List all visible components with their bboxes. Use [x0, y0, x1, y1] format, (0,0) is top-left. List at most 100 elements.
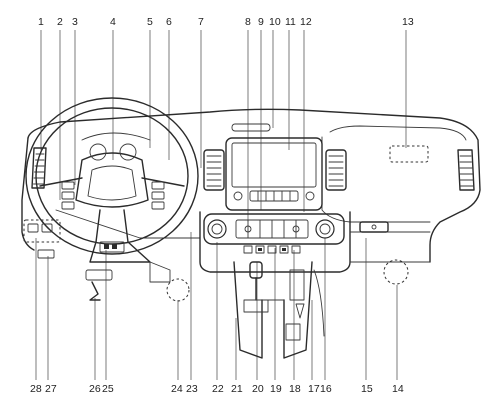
callout-15: 15 — [361, 383, 373, 395]
dash-lower-left-contour — [55, 209, 201, 251]
shift-knob — [249, 261, 263, 279]
steering-wheel-rim-outer — [25, 97, 199, 255]
driver-knee-airbag-zone — [166, 278, 190, 302]
climate-control-panel — [203, 213, 345, 245]
wheel-left-switch-upper — [61, 181, 75, 190]
callout-9: 9 — [258, 16, 264, 28]
callout-5: 5 — [147, 16, 153, 28]
wheel-right-switch-lower — [151, 191, 165, 200]
callout-10: 10 — [269, 16, 281, 28]
callout-21: 21 — [231, 383, 243, 395]
console-left-wall — [233, 261, 263, 359]
callout-1: 1 — [38, 16, 44, 28]
switch-b — [255, 245, 265, 254]
left-side-switches — [27, 223, 55, 259]
lower-console-switches — [243, 245, 301, 254]
switch-c — [267, 245, 277, 254]
bottom-callouts: 28 27 26 25 24 23 22 21 20 19 18 17 16 1… — [30, 383, 404, 395]
callout-4: 4 — [110, 16, 116, 28]
defrost-vent — [231, 123, 271, 132]
dash-left-edge — [21, 137, 35, 251]
airbag-cover — [87, 165, 137, 201]
lower-knee-panel — [85, 269, 113, 281]
dashed-zones — [23, 145, 429, 302]
callout-3: 3 — [72, 16, 78, 28]
callout-28: 28 — [30, 383, 42, 395]
column-shroud — [89, 241, 151, 263]
console-cupholder — [285, 323, 301, 341]
steering-column — [85, 241, 171, 301]
callout-14: 14 — [392, 383, 404, 395]
cluster-gauge-right — [119, 143, 137, 161]
column-switch-panel — [99, 241, 125, 253]
callout-18: 18 — [289, 383, 301, 395]
switch-a — [243, 245, 253, 254]
callout-27: 27 — [45, 383, 57, 395]
dashboard-body — [21, 108, 481, 273]
center-right-air-vent — [325, 149, 347, 191]
left-spoke — [39, 177, 83, 187]
center-console — [233, 261, 325, 359]
switch-e — [291, 245, 301, 254]
console-side-contour — [313, 269, 325, 337]
wheel-left-switch-lower — [61, 191, 75, 200]
wheel-right-switch-bottom — [151, 201, 165, 210]
display-bezel — [225, 137, 323, 211]
dash-top-outline — [27, 108, 481, 263]
center-stack-lower — [199, 211, 351, 273]
right-air-vent — [457, 149, 475, 191]
callout-11: 11 — [285, 16, 296, 28]
callout-12: 12 — [300, 16, 312, 28]
left-air-vent — [31, 147, 47, 189]
callout-19: 19 — [270, 383, 282, 395]
bottom-leader-lines — [35, 232, 398, 380]
callout-13: 13 — [402, 16, 414, 28]
callout-22: 22 — [212, 383, 224, 395]
callout-7: 7 — [198, 16, 204, 28]
callout-26: 26 — [89, 383, 101, 395]
callout-8: 8 — [245, 16, 251, 28]
callout-17: 17 — [308, 383, 320, 395]
glove-box-handle — [359, 221, 389, 233]
display-knob-right — [305, 191, 315, 201]
climate-panel-frame — [203, 213, 345, 245]
wheel-left-switch-bottom — [61, 201, 75, 210]
cluster-hood — [81, 132, 151, 141]
steering-wheel-hub — [75, 152, 149, 208]
callout-2: 2 — [57, 16, 63, 28]
lower-spoke — [95, 209, 129, 243]
right-temp-knob — [315, 219, 335, 239]
console-right-wall — [283, 261, 313, 359]
dash-upper-contour — [329, 125, 467, 141]
wheel-right-switch-upper — [151, 181, 165, 190]
parking-brake-pedal — [89, 281, 101, 301]
top-leader-lines — [40, 30, 407, 222]
left-lower-switch — [37, 249, 55, 259]
top-callouts: 1 2 3 4 5 6 7 8 9 10 11 12 13 — [38, 16, 414, 28]
passenger-knee-airbag-zone — [383, 259, 409, 285]
passenger-airbag-zone — [389, 145, 429, 163]
instrument-cluster — [81, 132, 151, 161]
left-switch-b — [41, 223, 53, 233]
glove-box — [359, 221, 389, 233]
callout-20: 20 — [252, 383, 264, 395]
callout-24: 24 — [171, 383, 183, 395]
steering-wheel-rim-inner — [35, 107, 189, 245]
display-screen — [231, 142, 317, 188]
cluster-gauge-left — [89, 143, 107, 161]
callout-23: 23 — [186, 383, 198, 395]
center-left-air-vent — [203, 149, 225, 191]
callout-16: 16 — [320, 383, 332, 395]
display-knob-left — [233, 191, 243, 201]
shift-gate — [243, 299, 269, 313]
console-storage — [289, 269, 305, 301]
callout-6: 6 — [166, 16, 172, 28]
callout-25: 25 — [102, 383, 114, 395]
left-temp-knob — [207, 219, 227, 239]
hood-release-lever — [149, 261, 171, 283]
center-display — [225, 137, 323, 211]
left-switch-zone — [23, 219, 61, 243]
left-switch-a — [27, 223, 39, 233]
